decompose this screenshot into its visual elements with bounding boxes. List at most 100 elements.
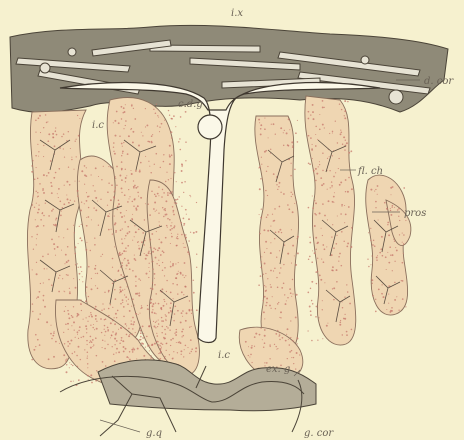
stipple-dot [87,363,88,364]
stipple-dot [140,330,142,332]
stipple-dot [274,238,275,239]
stipple-dot [291,196,292,197]
stipple-dot [175,331,177,333]
stipple-dot [170,302,172,304]
stipple-dot [124,258,126,260]
stipple-dot [117,209,118,210]
stipple-dot [332,131,334,133]
stipple-dot [327,189,328,190]
stipple-dot [405,220,406,221]
stipple-dot [155,211,156,212]
stipple-dot [142,135,143,136]
stipple-dot [86,200,88,202]
stipple-dot [178,342,180,344]
stipple-dot [332,266,334,268]
stipple-dot [266,298,268,300]
stipple-dot [128,328,130,330]
stipple-dot [372,244,374,246]
stipple-dot [126,281,127,282]
stipple-dot [276,257,277,258]
stipple-dot [136,338,137,339]
stipple-dot [175,334,177,336]
stipple-dot [378,288,380,290]
stipple-dot [112,233,113,234]
stipple-dot [111,229,112,230]
stipple-dot [286,334,287,335]
stipple-dot [396,249,398,251]
stipple-dot [145,347,146,348]
stipple-dot [281,287,283,289]
stipple-dot [317,242,319,244]
stipple-dot [104,329,105,330]
stipple-dot [160,167,161,168]
stipple-dot [280,311,282,313]
stipple-dot [323,183,325,185]
stipple-dot [151,299,153,301]
stipple-dot [351,329,353,331]
stipple-dot [129,196,130,197]
stipple-dot [385,256,387,258]
stipple-dot [91,382,93,384]
stipple-dot [251,345,252,346]
stipple-dot [340,133,342,135]
stipple-dot [160,343,162,345]
stipple-dot [158,323,160,325]
stipple-dot [33,249,34,250]
stipple-dot [341,205,342,206]
stipple-dot [181,182,183,184]
stipple-dot [125,120,127,122]
stipple-dot [291,229,292,230]
stipple-dot [165,210,166,211]
stipple-dot [95,337,97,339]
stipple-dot [55,341,57,343]
stipple-dot [245,341,247,343]
stipple-dot [150,302,152,304]
stipple-dot [138,228,140,230]
stipple-dot [161,317,162,318]
stipple-dot [145,203,146,204]
stipple-dot [312,207,314,209]
stipple-dot [189,300,190,301]
plate-section [361,56,369,64]
stipple-dot [193,292,195,294]
stipple-dot [95,197,97,199]
stipple-dot [166,213,168,215]
stipple-dot [135,207,137,209]
stipple-dot [187,347,188,348]
stipple-dot [66,194,67,195]
stipple-dot [108,308,110,310]
stipple-dot [100,318,102,320]
stipple-dot [88,316,89,317]
stipple-dot [184,349,185,350]
stipple-dot [273,123,275,125]
stipple-dot [158,353,159,354]
stipple-dot [137,192,139,194]
stipple-dot [51,239,53,241]
stipple-dot [64,343,65,344]
stipple-dot [128,357,129,358]
stipple-dot [135,281,136,282]
stipple-dot [51,185,53,187]
stipple-dot [116,352,117,353]
stipple-dot [165,181,166,182]
stipple-dot [380,248,382,250]
stipple-dot [140,336,142,338]
stipple-dot [398,216,399,217]
stipple-dot [85,325,87,327]
stipple-dot [342,334,343,335]
stipple-dot [77,263,78,264]
stipple-dot [84,184,85,185]
stipple-dot [78,338,79,339]
stipple-dot [315,134,316,135]
stipple-dot [81,224,82,225]
stipple-dot [279,334,281,336]
stipple-dot [144,253,145,254]
stipple-dot [77,366,78,367]
stipple-dot [46,321,48,323]
stipple-dot [101,310,103,312]
stipple-dot [90,325,91,326]
stipple-dot [90,250,91,251]
stipple-dot [138,145,140,147]
stipple-dot [73,321,75,323]
stipple-dot [157,115,158,116]
